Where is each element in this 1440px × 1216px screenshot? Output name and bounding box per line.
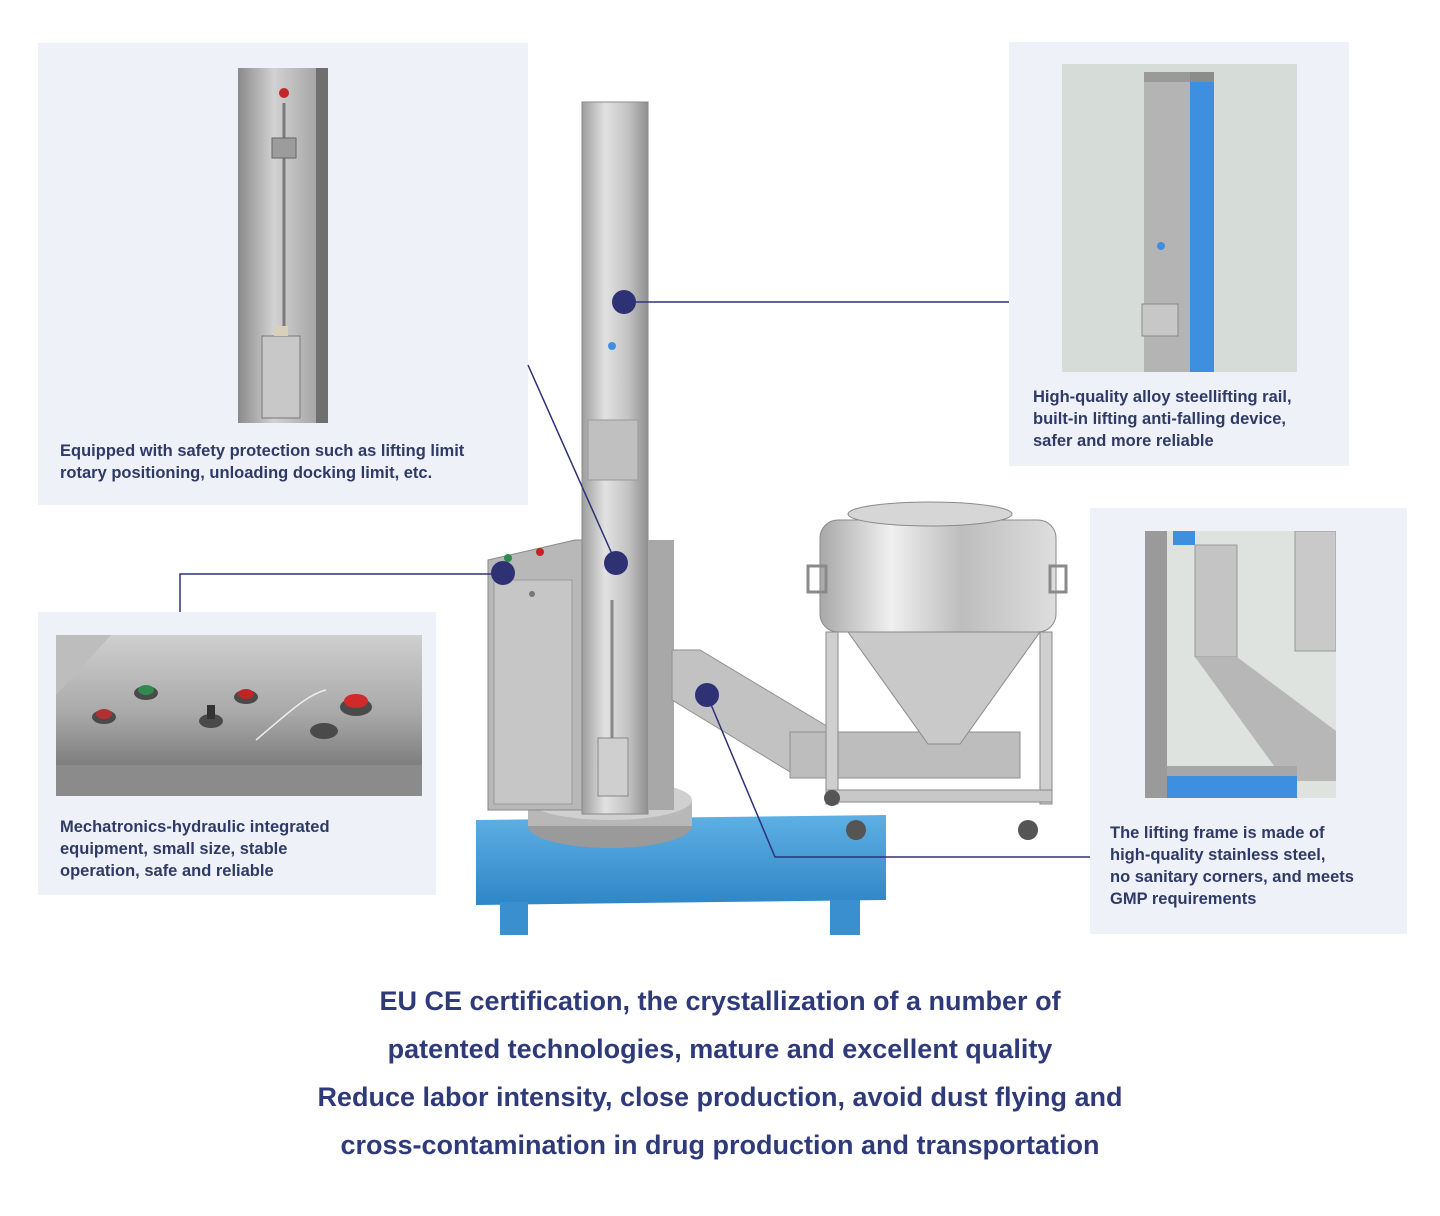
- leader-line-mechatronics: [179, 573, 503, 612]
- callout-panel-lifting-rail: High-quality alloy steellifting rail, bu…: [1009, 42, 1349, 466]
- caption-lifting-frame: The lifting frame is made of high-qualit…: [1110, 824, 1354, 908]
- ibc-bin: [806, 501, 1068, 840]
- footer-line-3: Reduce labor intensity, close production…: [317, 1082, 1123, 1112]
- marker-mechatronics: [491, 561, 515, 585]
- callout-panel-safety: Equipped with safety protection such as …: [38, 43, 528, 505]
- callout-markers: [491, 290, 719, 707]
- marker-lifting-rail: [612, 290, 636, 314]
- footer-line-4: cross-contamination in drug production a…: [340, 1130, 1100, 1160]
- alloy-rail-image: [1062, 64, 1297, 372]
- marker-lifting-frame: [695, 683, 719, 707]
- leader-line-safety: [527, 364, 617, 564]
- footer-line-2: patented technologies, mature and excell…: [387, 1034, 1053, 1064]
- caption-mechatronics: Mechatronics-hydraulic integrated equipm…: [60, 818, 330, 880]
- footer-line-1: EU CE certification, the crystallization…: [379, 986, 1061, 1016]
- caption-lifting-rail: High-quality alloy steellifting rail, bu…: [1033, 388, 1292, 450]
- callout-panel-mechatronics: Mechatronics-hydraulic integrated equipm…: [38, 612, 436, 895]
- photo-control-panel: [56, 635, 422, 796]
- leader-line-lifting-frame: [706, 694, 1090, 858]
- lifting-rail-image: [238, 68, 328, 423]
- lifting-frame-image: [1145, 531, 1336, 798]
- machine-illustration: [179, 101, 1090, 935]
- photo-lifting-limit-rail: [238, 68, 328, 423]
- photo-lifting-frame: [1145, 531, 1336, 798]
- control-panel-image: [56, 635, 422, 796]
- caption-safety-protection: Equipped with safety protection such as …: [60, 442, 465, 482]
- leader-lines: [179, 301, 1090, 858]
- control-cabinet: [487, 539, 586, 811]
- photo-lifting-rail: [1062, 64, 1297, 372]
- marker-safety-protection: [604, 551, 628, 575]
- callout-panel-lifting-frame: The lifting frame is made of high-qualit…: [1090, 508, 1407, 934]
- lifting-column: [581, 101, 674, 815]
